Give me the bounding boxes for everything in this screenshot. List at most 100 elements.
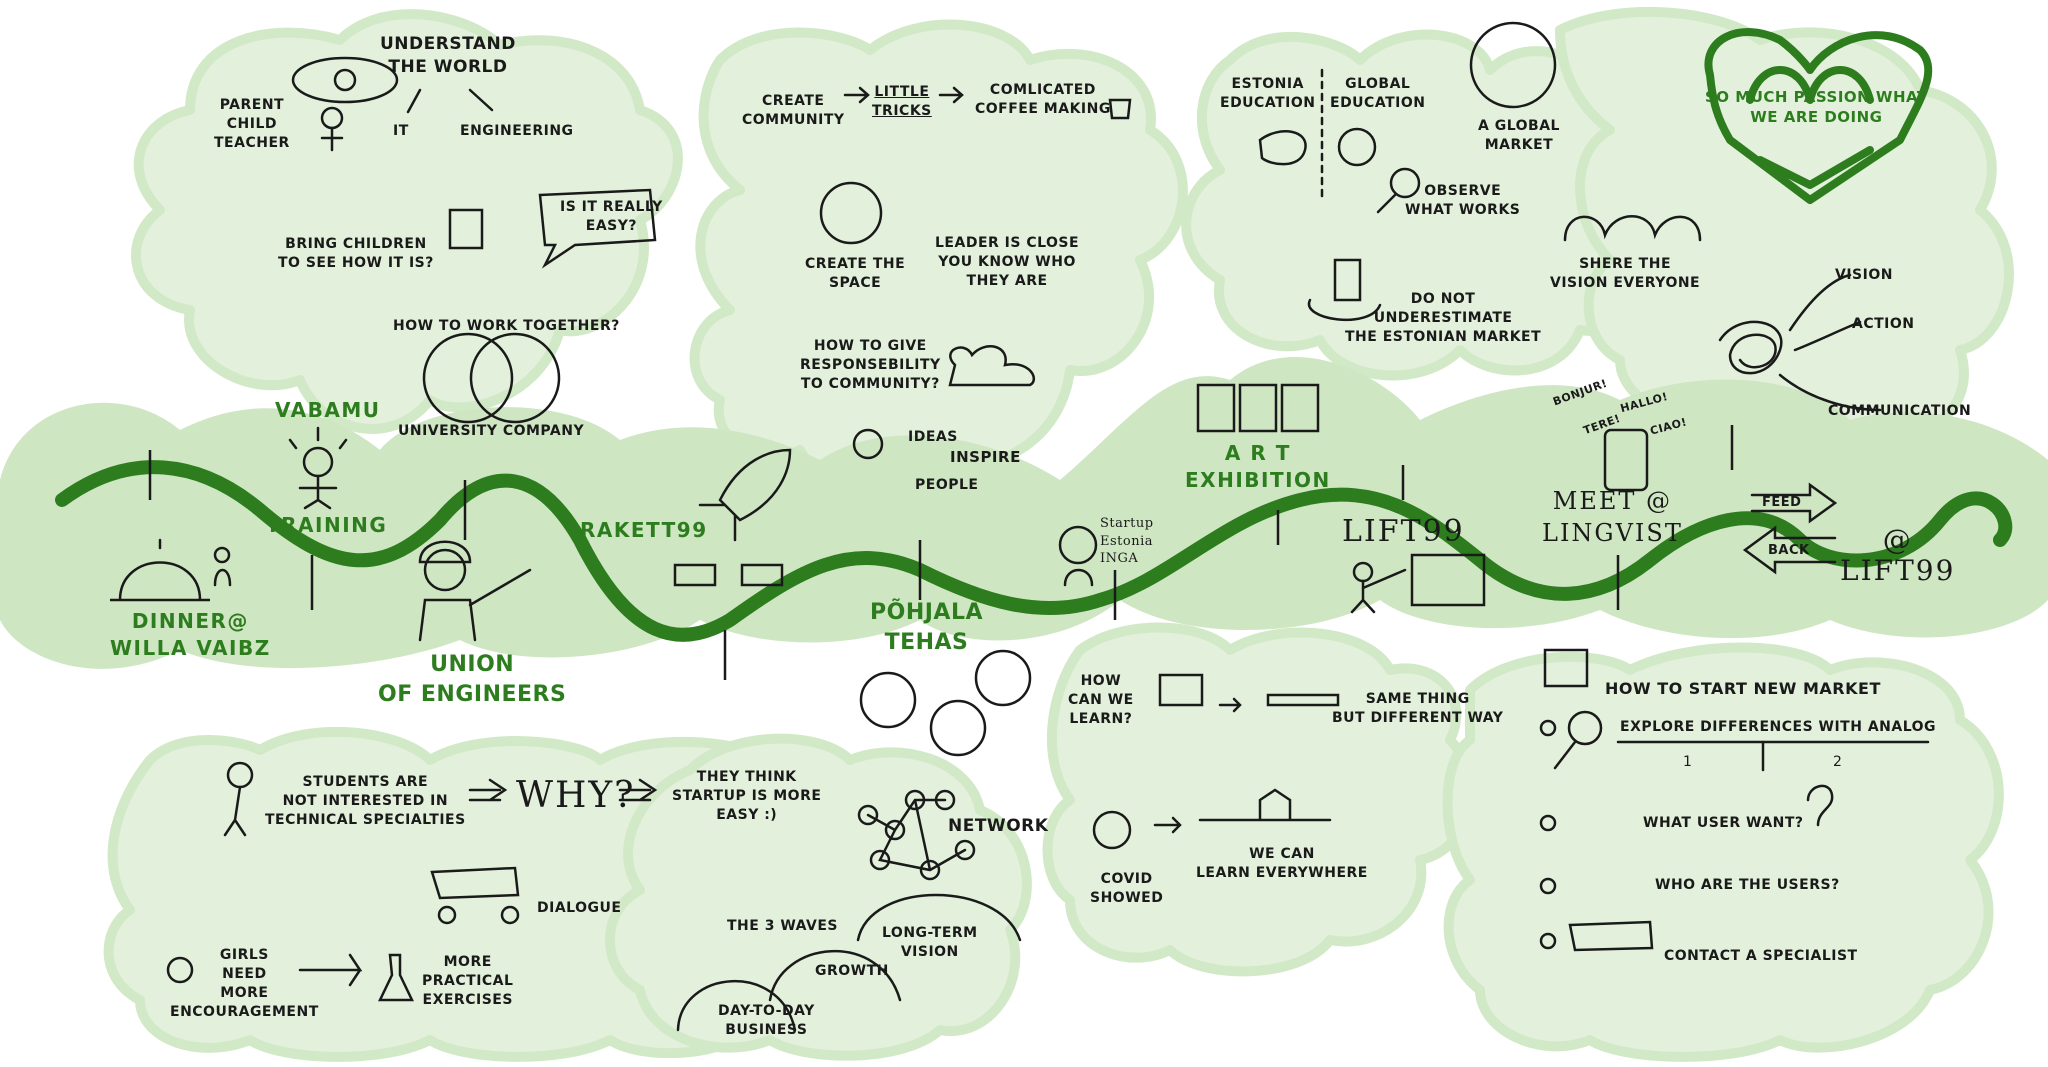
dialogue-bubble-icon [430, 866, 520, 900]
thought-clouds [103, 6, 2014, 1062]
label-dialogue: DIALOGUE [537, 900, 622, 916]
label-estonia-edu: ESTONIA EDUCATION [1220, 76, 1316, 111]
heart-inner-m [1746, 66, 1874, 104]
engineer-body-icon [418, 568, 532, 642]
person-body-icon [213, 568, 232, 587]
label-together: HOW TO WORK TOGETHER? [393, 318, 620, 334]
cloche-icon [110, 538, 210, 602]
face-2-icon [929, 699, 987, 757]
girl-head-icon [166, 956, 194, 984]
label-global-edu: GLOBAL EDUCATION [1330, 76, 1426, 111]
label-back: BACK [1768, 543, 1810, 558]
arrow-coffee-icon [938, 86, 964, 104]
sketch-icons [110, 21, 1930, 1032]
houses-trees-icon [1198, 788, 1332, 822]
label-global-market: A GLOBAL MARKET [1478, 118, 1560, 153]
question-mark-icon [1806, 784, 1834, 827]
label-learn: HOW CAN WE LEARN? [1068, 673, 1134, 727]
university-circle-icon [422, 332, 514, 424]
label-ideas: IDEAS [908, 429, 958, 445]
face-3-icon [974, 649, 1032, 707]
globe-pattern-icon [1337, 127, 1377, 167]
label-coffee: COMLICATED COFFEE MAKING [975, 82, 1111, 117]
label-vision: VISION [1835, 267, 1893, 283]
label-specialist: CONTACT A SPECIALIST [1664, 948, 1858, 964]
label-why: WHY? [516, 775, 636, 816]
title-new-market: HOW TO START NEW MARKET [1605, 679, 1881, 698]
label-girls: GIRLS NEED MORE ENCOURAGEMENT [170, 947, 319, 1020]
big-magnifier-handle-icon [1553, 740, 1577, 770]
market-stall-icon [1307, 258, 1382, 321]
magnifier-icon [1389, 167, 1421, 199]
label-what-user: WHAT USER WANT? [1643, 815, 1804, 831]
label-students: STUDENTS ARE NOT INTERESTED IN TECHNICAL… [265, 774, 466, 828]
label-practical: MORE PRACTICAL EXERCISES [422, 954, 514, 1008]
planet-icon [333, 68, 357, 92]
arrow-left-icon [1742, 525, 1837, 575]
company-circle-icon [469, 332, 561, 424]
cloud-waves [605, 733, 1032, 1061]
cloud-top-right [1555, 6, 2014, 457]
screen-icon [1410, 553, 1486, 607]
cloud-community [689, 19, 1188, 491]
phone-icon [1603, 428, 1649, 492]
magnifier-handle-icon [1376, 193, 1397, 214]
team-vision-icon [1563, 215, 1702, 242]
label-share: SHERE THE VISION EVERYONE [1550, 256, 1701, 291]
specialist-bubble-icon [1568, 920, 1654, 952]
label-bring: BRING CHILDREN TO SEE HOW IT IS? [278, 236, 434, 271]
globe-icon [1469, 21, 1557, 109]
label-pohjala: PÕHJALA TEHAS [870, 600, 983, 655]
label-art: A R T EXHIBITION [1185, 441, 1331, 492]
heart-logo-icon [1704, 28, 1933, 204]
arrow-startup-icon [618, 778, 658, 802]
face-1-icon [859, 671, 917, 729]
label-it: IT [393, 123, 409, 139]
art-frame-3-icon [1280, 383, 1320, 433]
estonia-map-icon [1258, 130, 1307, 166]
label-growth: GROWTH [815, 963, 889, 979]
audience-right-icon [740, 563, 784, 587]
label-startup-inga: Startup Estonia INGA [1100, 516, 1154, 567]
lightbulb-icon [852, 428, 884, 460]
wave-growth-icon [768, 950, 902, 1002]
label-responsibility: HOW TO GIVE RESPONSEBILITY TO COMMUNITY? [800, 338, 941, 392]
thought-cloud-icon [291, 56, 399, 104]
cloud-understand-world [131, 9, 683, 434]
check-4-icon [1539, 932, 1557, 950]
rocket-icon [698, 448, 792, 542]
label-engineering: ENGINEERING [460, 123, 574, 139]
trainer-body-icon [298, 474, 338, 510]
child-body-icon [320, 126, 344, 152]
label-daytoday: DAY-TO-DAY BUSINESS [718, 1003, 815, 1038]
title-understand: UNDERSTAND THE WORLD [380, 34, 516, 77]
person-head-icon [213, 546, 231, 564]
art-frame-1-icon [1196, 383, 1236, 433]
label-passion: SO MUCH PASSION WHAT WE ARE DOING [1705, 88, 1928, 127]
action-line-icon [1793, 320, 1862, 352]
shop-icon [1543, 648, 1589, 688]
heart-inner-v [1756, 146, 1874, 189]
presenter-body-icon [1350, 568, 1407, 614]
label-lift99: LIFT99 [1342, 514, 1465, 549]
trees-icon [948, 345, 1036, 387]
vision-line-icon [1788, 273, 1852, 332]
dialogue-person-2-icon [500, 905, 520, 925]
label-longterm: LONG-TERM VISION [882, 925, 978, 960]
label-same: SAME THING BUT DIFFERENT WAY [1332, 691, 1504, 726]
communication-line-icon [1778, 373, 1882, 412]
wave-longterm-icon [856, 893, 1022, 942]
label-network: NETWORK [948, 816, 1049, 836]
arrow-tricks-icon [843, 86, 870, 104]
coffee-cup-icon [1108, 98, 1132, 120]
label-n1: 1 [1683, 754, 1693, 770]
desk-icon [1266, 693, 1340, 707]
engineer-head-icon [423, 548, 467, 592]
check-1-icon [1539, 719, 1557, 737]
audience-left-icon [673, 563, 717, 587]
tangle-scribble-icon [1718, 320, 1783, 375]
label-lingvist: MEET @ LINGVIST [1542, 487, 1683, 548]
check-3-icon [1539, 877, 1557, 895]
engineer-helmet-icon [418, 540, 472, 564]
label-little-tricks: LITTLE TRICKS [872, 84, 932, 119]
